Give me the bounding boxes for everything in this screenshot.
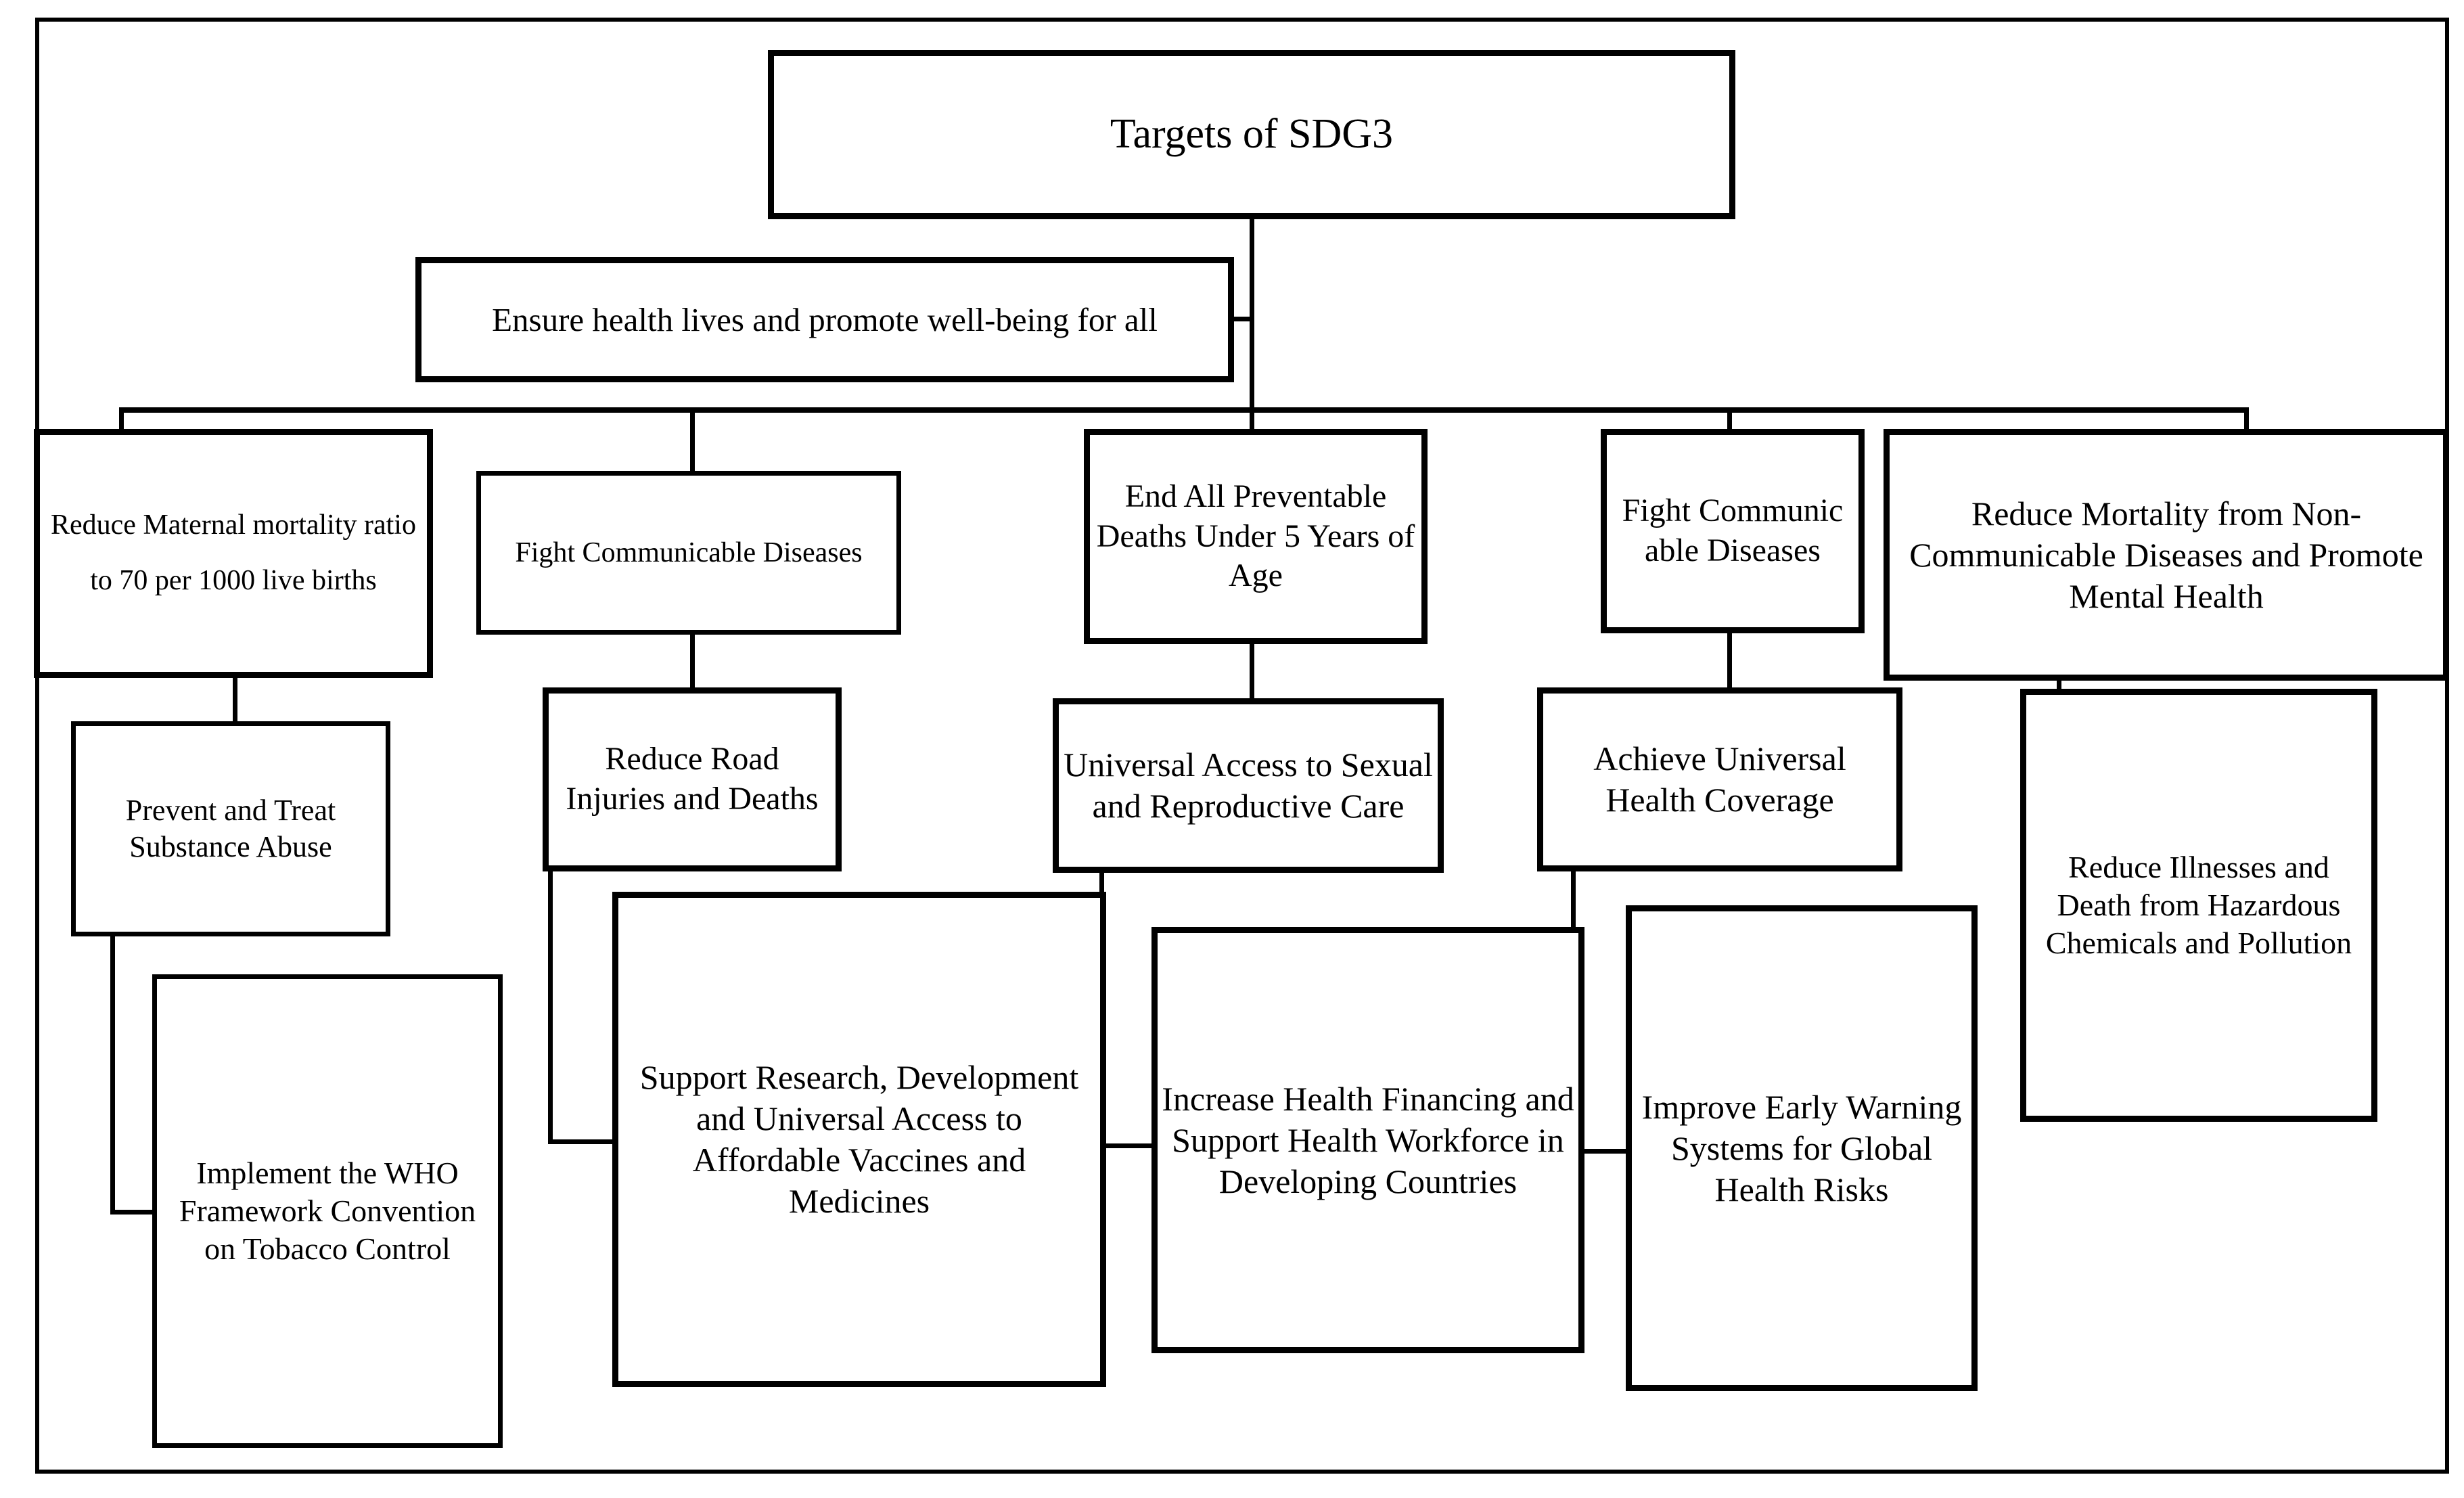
node-branch-3-label: End All Preventable Deaths Under 5 Years… [1096,478,1415,594]
node-branch-5-child[interactable]: Reduce Illnesses and Death from Hazardou… [2020,689,2377,1122]
connector-branch1child-right [110,1210,155,1215]
node-branch-5-label: Reduce Mortality from Non-Communicable D… [1909,494,2423,615]
node-branch-2-child-label: Reduce Road Injuries and Deaths [566,741,819,817]
node-branch-1-label: Reduce Maternal mortality ratio to 70 pe… [51,509,416,596]
node-branch-4-label: Fight Communic able Diseases [1622,493,1844,568]
node-branch-3[interactable]: End All Preventable Deaths Under 5 Years… [1084,429,1428,644]
connector-drop-branch-4 [1727,407,1732,433]
connector-drop-branch-3 [1250,407,1254,433]
node-branch-4-child[interactable]: Achieve Universal Health Coverage [1537,687,1902,871]
connector-root-spine [1250,217,1254,411]
node-branch-1-grandchild-label: Implement the WHO Framework Convention o… [179,1155,476,1267]
node-branch-1-grandchild[interactable]: Implement the WHO Framework Convention o… [152,974,503,1448]
node-branch-1-child[interactable]: Prevent and Treat Substance Abuse [71,721,390,936]
node-branch-2[interactable]: Fight Communicable Diseases [476,471,901,635]
connector-branch1child-down [110,935,115,1214]
node-branch-3-child-label: Universal Access to Sexual and Reproduct… [1064,746,1433,825]
node-branch-3-grandchild-label: Increase Health Financing and Support He… [1162,1079,1574,1200]
node-branch-1[interactable]: Reduce Maternal mortality ratio to 70 pe… [34,429,433,678]
connector-vaccines-to-financing [1110,1143,1177,1148]
connector-branch4-to-child [1727,633,1732,689]
node-branch-3-child[interactable]: Universal Access to Sexual and Reproduct… [1053,698,1444,873]
outer-border [35,18,2449,1474]
node-branch-3-grandchild[interactable]: Increase Health Financing and Support He… [1151,927,1584,1353]
node-subtitle[interactable]: Ensure health lives and promote well-bei… [415,257,1234,382]
connector-financing-to-earlywarning [1578,1149,1653,1154]
node-branch-4-grandchild-label: Improve Early Warning Systems for Global… [1641,1087,1962,1208]
node-branch-2-label: Fight Communicable Diseases [515,537,863,568]
connector-subtitle-spine [1226,317,1254,321]
node-root-label: Targets of SDG3 [1110,111,1394,158]
node-branch-5[interactable]: Reduce Mortality from Non-Communicable D… [1884,429,2449,681]
connector-branch3-to-child [1250,644,1254,701]
connector-branch1-to-child [233,673,237,726]
node-branch-4-grandchild[interactable]: Improve Early Warning Systems for Global… [1626,905,1978,1391]
connector-drop-branch-2 [690,407,695,474]
connector-branch2child-down [548,870,553,1143]
node-subtitle-label: Ensure health lives and promote well-bei… [492,300,1158,338]
node-branch-1-child-label: Prevent and Treat Substance Abuse [125,794,336,863]
node-branch-5-child-label: Reduce Illnesses and Death from Hazardou… [2045,849,2352,961]
connector-branch2-to-child [690,635,695,690]
node-branch-4-child-label: Achieve Universal Health Coverage [1593,740,1846,819]
node-branch-2-grandchild[interactable]: Support Research, Development and Univer… [612,892,1106,1387]
connector-branch2child-right [548,1139,614,1144]
node-branch-2-grandchild-label: Support Research, Development and Univer… [639,1058,1079,1220]
node-root[interactable]: Targets of SDG3 [768,50,1735,219]
connector-distribution-bar [119,407,2249,413]
connector-drop-branch-5 [2244,407,2249,433]
node-branch-2-child[interactable]: Reduce Road Injuries and Deaths [543,687,842,871]
node-branch-4[interactable]: Fight Communic able Diseases [1601,429,1865,633]
